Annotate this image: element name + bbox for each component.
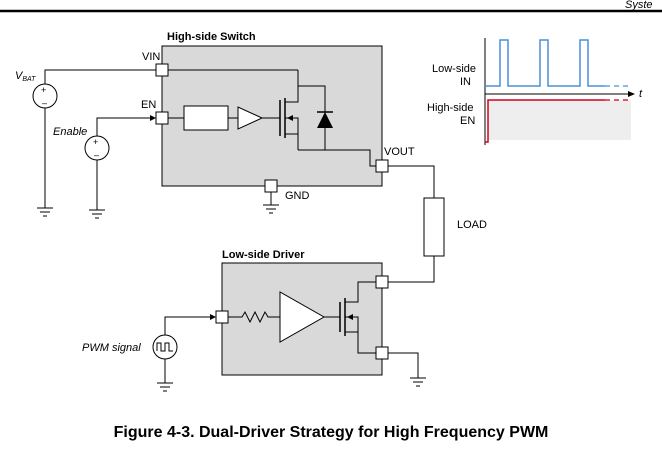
load-resistor (423, 197, 445, 257)
pwm-label: PWM signal (82, 342, 141, 354)
pwm-square-wave-icon (156, 342, 173, 352)
ls-source-pin (375, 346, 389, 360)
switch-ground-icon (263, 204, 279, 214)
low-side-in-label-1: Low-side (432, 63, 476, 75)
vbat-label: VBAT (15, 70, 36, 83)
gate-resistor (228, 310, 280, 324)
ls-in-pin (215, 310, 229, 324)
pwm-ground-icon (157, 382, 173, 392)
logic-block (183, 105, 229, 131)
vbat-ground-icon (37, 207, 53, 217)
time-axis-label: t (639, 88, 643, 100)
en-pin (155, 111, 169, 125)
low-side-driver-title: Low-side Driver (222, 249, 305, 261)
enable-ground-icon (89, 209, 105, 219)
figure-caption: Figure 4-3. Dual-Driver Strategy for Hig… (114, 424, 549, 441)
low-side-in-label-2: IN (460, 76, 471, 88)
svg-text:+: + (41, 85, 46, 95)
svg-text:–: – (42, 98, 47, 108)
vin-pin (155, 63, 169, 77)
gnd-label: GND (285, 190, 310, 202)
svg-text:–: – (94, 150, 99, 160)
driver-ground-icon (410, 377, 426, 387)
running-header: Syste (625, 0, 653, 11)
high-side-en-shade (488, 100, 631, 140)
gnd-pin (264, 179, 278, 193)
driver-amplifier (279, 291, 326, 343)
svg-text:+: + (93, 137, 98, 147)
body-diode (317, 112, 333, 128)
high-side-en-waveform (485, 99, 605, 143)
enable-label: Enable (53, 126, 87, 138)
high-side-en-label-2: EN (460, 115, 475, 127)
ls-drain-pin (375, 275, 389, 289)
vout-pin (375, 159, 389, 173)
low-side-in-waveform (485, 39, 605, 87)
timing-diagram: Low-side IN High-side EN t (427, 38, 643, 145)
vin-label: VIN (142, 51, 160, 63)
vout-label: VOUT (384, 146, 415, 158)
gate-buffer (237, 106, 264, 130)
load-label: LOAD (457, 219, 487, 231)
high-side-en-label-1: High-side (427, 102, 473, 114)
en-label: EN (141, 99, 156, 111)
high-side-switch-title: High-side Switch (167, 31, 256, 43)
